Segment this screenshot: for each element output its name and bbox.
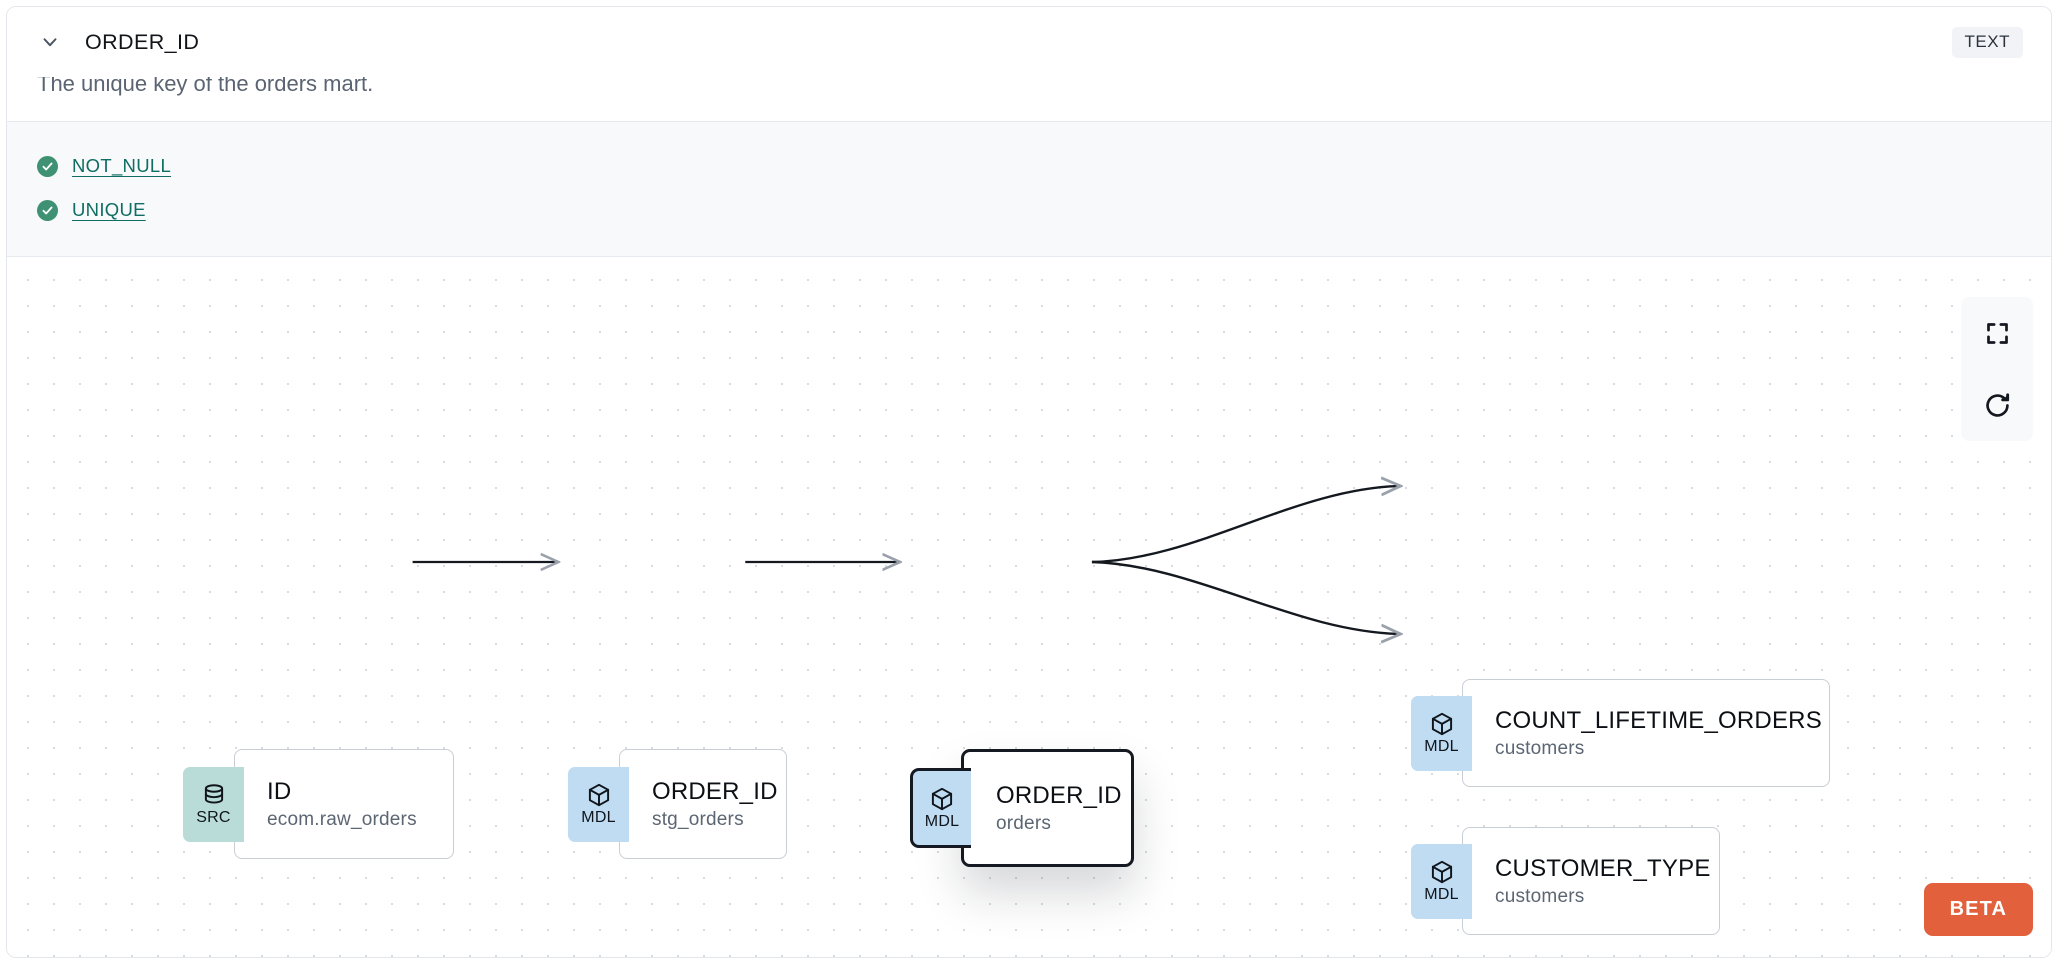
node-body: COUNT_LIFETIME_ORDERS customers xyxy=(1462,679,1830,788)
node-subtitle: stg_orders xyxy=(652,809,744,831)
node-subtitle: orders xyxy=(996,813,1052,835)
node-badge-label: SRC xyxy=(196,809,231,827)
node-name: ORDER_ID xyxy=(652,777,778,805)
lineage-node-stg-orders[interactable]: MDL ORDER_ID stg_orders xyxy=(568,749,787,860)
lineage-node-src[interactable]: SRC ID ecom.raw_orders xyxy=(183,749,454,860)
node-subtitle: customers xyxy=(1495,738,1585,760)
node-body: ORDER_ID stg_orders xyxy=(619,749,787,860)
node-body: ORDER_ID orders xyxy=(961,749,1134,868)
check-circle-icon xyxy=(37,199,58,221)
column-type-badge: TEXT xyxy=(1951,27,2023,58)
cube-icon xyxy=(1429,859,1455,885)
column-description: The unique key of the orders mart. xyxy=(37,71,374,96)
test-link-not-null[interactable]: NOT_NULL xyxy=(72,155,172,177)
node-name: COUNT_LIFETIME_ORDERS xyxy=(1495,706,1822,734)
chevron-down-icon[interactable] xyxy=(37,29,63,55)
node-name: CUSTOMER_TYPE xyxy=(1495,854,1711,882)
node-badge-src: SRC xyxy=(183,766,244,842)
test-row: NOT_NULL xyxy=(7,144,2051,188)
node-name: ID xyxy=(267,777,292,805)
node-subtitle: ecom.raw_orders xyxy=(267,809,417,831)
test-row: UNIQUE xyxy=(7,188,2051,232)
node-badge-label: MDL xyxy=(1424,886,1459,904)
lineage-node-customer-type[interactable]: MDL CUSTOMER_TYPE customers xyxy=(1411,827,1720,936)
cube-icon xyxy=(1429,711,1455,737)
check-circle-icon xyxy=(37,155,58,177)
node-body: CUSTOMER_TYPE customers xyxy=(1462,827,1720,936)
node-body: ID ecom.raw_orders xyxy=(234,749,454,860)
lineage-node-count-lifetime-orders[interactable]: MDL COUNT_LIFETIME_ORDERS customers xyxy=(1411,679,1830,788)
node-subtitle: customers xyxy=(1495,886,1585,908)
edge-orders-to-count xyxy=(1091,486,1401,564)
node-badge-mdl: MDL xyxy=(1411,695,1472,771)
tests-section: NOT_NULL UNIQUE xyxy=(7,121,2051,258)
database-icon xyxy=(201,782,227,808)
refresh-button[interactable] xyxy=(1961,369,2033,442)
fit-view-button[interactable] xyxy=(1961,297,2033,370)
test-link-unique[interactable]: UNIQUE xyxy=(72,199,146,221)
refresh-icon xyxy=(1983,391,2012,420)
page-title: ORDER_ID xyxy=(85,29,200,54)
lineage-graph-canvas[interactable]: SRC ID ecom.raw_orders MDL ORDE xyxy=(7,257,2051,958)
lineage-edges xyxy=(412,257,2051,958)
panel-header: ORDER_ID TEXT xyxy=(7,7,2051,77)
node-badge-mdl: MDL xyxy=(910,768,971,849)
beta-badge[interactable]: BETA xyxy=(1923,883,2033,937)
node-badge-mdl: MDL xyxy=(568,766,629,842)
node-badge-label: MDL xyxy=(581,809,616,827)
node-badge-mdl: MDL xyxy=(1411,843,1472,919)
fullscreen-icon xyxy=(1984,320,2011,347)
node-badge-label: MDL xyxy=(924,813,960,831)
edge-orders-to-customer-type xyxy=(1091,561,1401,634)
cube-icon xyxy=(929,786,955,812)
node-badge-label: MDL xyxy=(1424,738,1459,756)
column-detail-panel: ORDER_ID TEXT The unique key of the orde… xyxy=(6,6,2052,958)
lineage-node-orders-selected[interactable]: MDL ORDER_ID orders xyxy=(910,749,1134,868)
graph-controls xyxy=(1961,297,2033,442)
header-left-group: ORDER_ID xyxy=(37,29,199,55)
cube-icon xyxy=(586,782,612,808)
node-name: ORDER_ID xyxy=(996,781,1122,809)
